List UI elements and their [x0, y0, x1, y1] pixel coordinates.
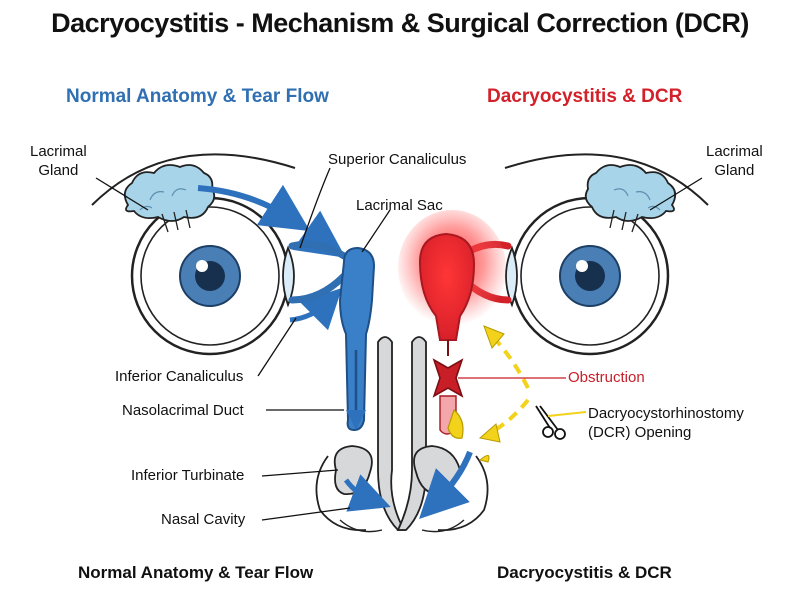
label-inferior-canaliculus: Inferior Canaliculus — [115, 368, 244, 385]
right-lacrimal-gland — [584, 164, 677, 233]
label-obstruction: Obstruction — [568, 369, 645, 386]
right-lid-arc — [504, 153, 709, 206]
inflamed-drainage-system — [398, 210, 512, 519]
scissors-icon — [535, 405, 566, 440]
normal-eye-group — [91, 153, 296, 356]
obstruction-mark — [432, 358, 464, 398]
label-nasal-cavity: Nasal Cavity — [161, 511, 246, 528]
leader-lines — [95, 167, 703, 521]
tear-flow-arrows — [197, 184, 346, 331]
left-cornea — [282, 245, 295, 308]
label-nasolacrimal-duct: Nasolacrimal Duct — [122, 402, 244, 419]
footer-dacryocystitis: Dacryocystitis & DCR — [497, 563, 672, 582]
label-dcr-opening: Dacryocystorhinostomy (DCR) Opening — [588, 405, 744, 441]
inflamed-lacrimal-sac — [418, 232, 476, 341]
page-title: Dacryocystitis - Mechanism & Surgical Co… — [51, 8, 749, 38]
dcr-opening-mark — [447, 408, 464, 439]
normal-drainage-system — [288, 240, 391, 512]
subtitle-normal: Normal Anatomy & Tear Flow — [66, 86, 329, 107]
label-lacrimal-gland-left: Lacrimal Gland — [30, 143, 87, 179]
label-inferior-turbinate: Inferior Turbinate — [131, 467, 245, 484]
right-cornea — [505, 245, 518, 308]
label-lacrimal-sac: Lacrimal Sac — [356, 197, 443, 214]
footer-normal: Normal Anatomy & Tear Flow — [78, 563, 314, 582]
dcr-bypass-arrows — [478, 325, 566, 443]
label-superior-canaliculus: Superior Canaliculus — [328, 151, 467, 168]
dcr-eye-group — [504, 153, 709, 356]
label-lacrimal-gland-right: Lacrimal Gland — [706, 143, 763, 179]
subtitle-dacryocystitis: Dacryocystitis & DCR — [487, 86, 683, 107]
